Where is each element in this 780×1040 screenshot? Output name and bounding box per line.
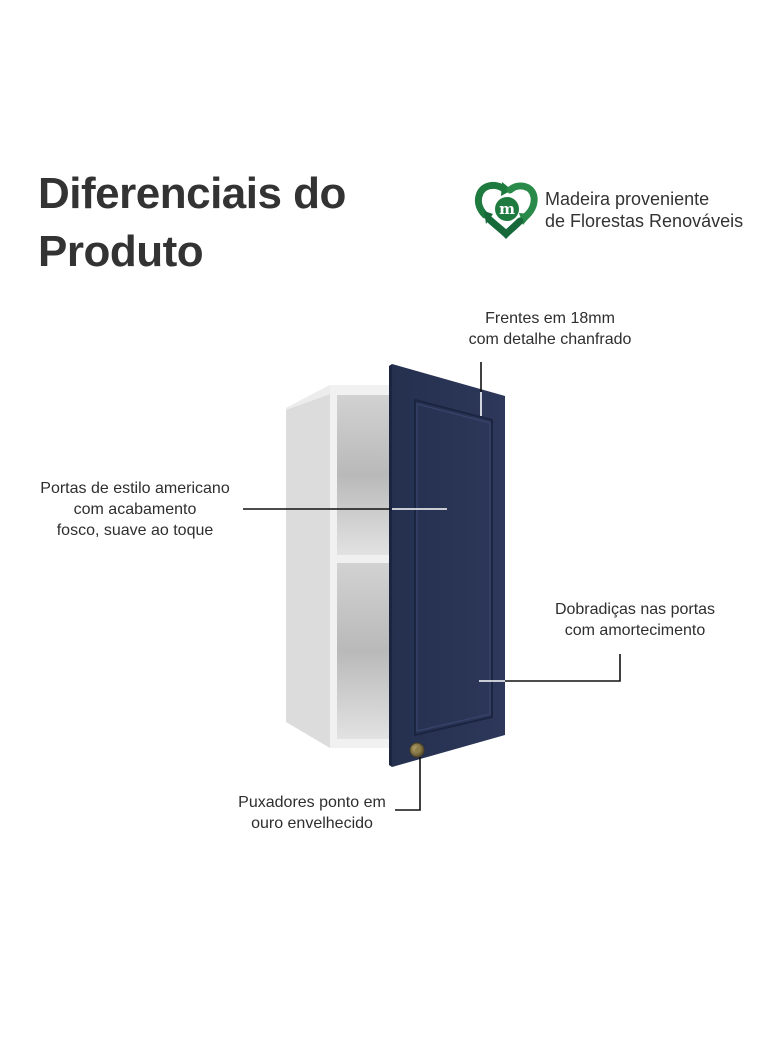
callout-hinges-line-1: Dobradiças nas portas — [554, 601, 716, 618]
door-edge — [389, 364, 392, 767]
svg-text:m: m — [499, 200, 515, 218]
page-title: Diferenciais do Produto — [38, 165, 346, 281]
callout-doors-style: Portas de estilo americano com acabament… — [20, 478, 250, 541]
cabinet-side-panel — [286, 385, 330, 748]
callout-hinges-line-2: com amortecimento — [564, 622, 706, 639]
callout-fronts: Frentes em 18mm com detalhe chanfrado — [440, 308, 660, 350]
door-panel — [392, 364, 505, 767]
badge-line-2: de Florestas Renováveis — [545, 211, 744, 231]
page-title-line-1: Diferenciais do — [38, 169, 346, 218]
page-title-line-2: Produto — [38, 227, 204, 276]
callout-doors-style-line-3: fosco, suave ao toque — [56, 522, 214, 539]
callout-handles-line-1: Puxadores ponto em — [238, 794, 386, 811]
callout-doors-style-line-2: com acabamento — [73, 501, 197, 518]
renewable-wood-badge: m Madeira proveniente de Florestas Renov… — [474, 181, 743, 239]
cabinet-shelf — [337, 555, 392, 563]
callout-handles-line-2: ouro envelhecido — [251, 815, 373, 832]
badge-text: Madeira proveniente de Florestas Renováv… — [545, 188, 743, 232]
callout-fronts-line-1: Frentes em 18mm — [485, 310, 615, 327]
cabinet-interior-lower — [337, 563, 392, 739]
callout-line-hinges — [505, 654, 621, 682]
callout-handles: Puxadores ponto em ouro envelhecido — [214, 792, 410, 834]
cabinet-interior-upper — [337, 395, 392, 555]
badge-line-1: Madeira proveniente — [545, 189, 710, 209]
callout-doors-style-line-1: Portas de estilo americano — [40, 480, 230, 497]
callout-hinges: Dobradiças nas portas com amortecimento — [530, 599, 740, 641]
callout-line-handles — [395, 757, 421, 811]
recycle-heart-m-icon: m — [474, 181, 538, 239]
door-recessed-panel — [414, 398, 493, 737]
callout-fronts-line-2: com detalhe chanfrado — [468, 331, 632, 348]
